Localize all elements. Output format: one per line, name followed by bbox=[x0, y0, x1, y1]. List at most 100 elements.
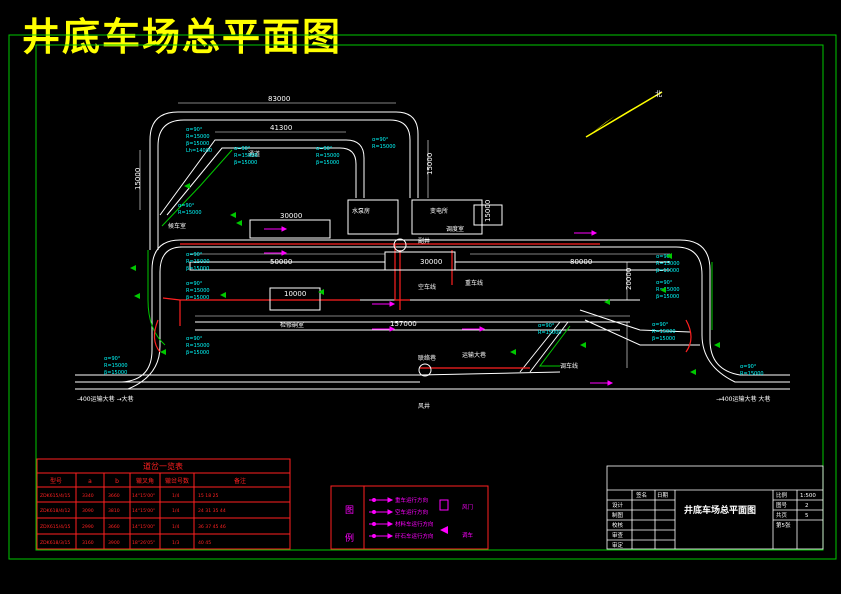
svg-text:α=90°: α=90° bbox=[186, 281, 203, 287]
svg-text:3810: 3810 bbox=[108, 508, 120, 514]
svg-text:1/4: 1/4 bbox=[172, 508, 179, 514]
turnout-markers bbox=[130, 183, 720, 375]
svg-text:α=90°: α=90° bbox=[372, 137, 389, 143]
track-left-loop bbox=[75, 239, 181, 383]
svg-text:型号: 型号 bbox=[50, 477, 62, 485]
svg-text:ZDX615/4/15: ZDX615/4/15 bbox=[40, 524, 71, 530]
curve-note-n: α=90°R=15000 bbox=[740, 364, 764, 377]
tb-drawing-name: 井底车场总平面图 bbox=[684, 504, 756, 516]
svg-text:β=15000: β=15000 bbox=[234, 160, 257, 166]
svg-text:R=15000: R=15000 bbox=[740, 371, 764, 377]
svg-text:β=15000: β=15000 bbox=[186, 295, 209, 301]
tb-label-check: 校核 bbox=[612, 521, 624, 529]
room-lower-box bbox=[269, 287, 321, 311]
door-symbol-icon bbox=[439, 499, 449, 511]
tb-label-review: 审查 bbox=[612, 531, 624, 539]
tb-label-design: 设计 bbox=[612, 501, 624, 509]
track-top-loop-inner2 bbox=[159, 139, 365, 216]
label-maintenance: 检修硐室 bbox=[280, 321, 304, 329]
svg-text:ZDK618/4/12: ZDK618/4/12 bbox=[40, 508, 70, 514]
svg-text:β=15000: β=15000 bbox=[652, 336, 675, 342]
tb-header-sign: 签名 bbox=[636, 491, 647, 499]
svg-text:R=15000: R=15000 bbox=[186, 343, 210, 349]
tb-label-sheet: 第5张 bbox=[776, 521, 791, 529]
tunnel-outlines bbox=[147, 149, 713, 367]
turnout-table-title: 道岔一览表 bbox=[143, 461, 183, 471]
turnout-table-header: 型号 a b 辙叉角 辙岔号数 备注 bbox=[50, 477, 246, 485]
svg-text:a: a bbox=[88, 478, 92, 485]
tb-header-date: 日期 bbox=[657, 492, 669, 499]
svg-text:2990: 2990 bbox=[82, 524, 94, 530]
label-traffic-lane: 通道 bbox=[248, 150, 260, 158]
svg-text:α=90°: α=90° bbox=[656, 280, 673, 286]
track-right-fan-3 bbox=[519, 321, 561, 373]
dim-top-total: 83000 bbox=[268, 95, 290, 103]
track-right-fan-4 bbox=[529, 321, 569, 373]
svg-text:3660: 3660 bbox=[108, 524, 120, 530]
dim-room-box: 30000 bbox=[280, 212, 302, 220]
tb-label-approve: 审定 bbox=[612, 541, 624, 549]
label-connection: 联络巷 bbox=[418, 354, 436, 362]
svg-text:R=15000: R=15000 bbox=[186, 259, 210, 265]
svg-text:α=90°: α=90° bbox=[186, 336, 203, 342]
dim-left-vertical: 15000 bbox=[134, 168, 142, 190]
dimension-lines bbox=[139, 102, 670, 368]
svg-text:R=15000: R=15000 bbox=[186, 288, 210, 294]
track-left-loop-2 bbox=[75, 246, 183, 390]
svg-text:α=90°: α=90° bbox=[186, 127, 203, 133]
label-left-road: -400运输大巷 →大巷 bbox=[77, 395, 134, 403]
svg-text:辙岔号数: 辙岔号数 bbox=[165, 477, 189, 485]
legend-title-2: 例 bbox=[345, 532, 354, 544]
legend-title-1: 图 bbox=[345, 505, 354, 516]
svg-text:14°15'00": 14°15'00" bbox=[132, 508, 155, 514]
shaft-circle bbox=[393, 238, 407, 252]
dim-right-main: 80000 bbox=[570, 258, 592, 266]
svg-text:14°15'00": 14°15'00" bbox=[132, 493, 155, 499]
dim-mid-segment: 30000 bbox=[420, 258, 442, 266]
turnout-table: 道岔一览表 型号 a b 辙叉角 辙岔号数 备注 ZDK615/4/15 3340… bbox=[36, 458, 291, 550]
drawing-title: 井底车场总平面图 bbox=[22, 14, 343, 59]
label-tunnel: 运输大巷 bbox=[462, 351, 486, 359]
svg-text:R=15000: R=15000 bbox=[186, 134, 210, 140]
rooms bbox=[249, 199, 503, 377]
dim-upper-main: 50000 bbox=[270, 258, 292, 266]
legend-item-loaded: 重车运行方向 bbox=[395, 496, 428, 504]
svg-text:R=15000: R=15000 bbox=[316, 153, 340, 159]
label-right-road: →400运输大巷 大巷 bbox=[716, 395, 770, 403]
svg-text:R=15000: R=15000 bbox=[234, 153, 258, 159]
svg-text:3340: 3340 bbox=[82, 493, 94, 499]
svg-text:14°15'00": 14°15'00" bbox=[132, 524, 155, 530]
dim-right-mid-vertical: 20000 bbox=[625, 268, 633, 290]
inner-frame bbox=[35, 44, 824, 551]
svg-text:β=15000: β=15000 bbox=[186, 141, 209, 147]
tb-label-total: 共页 bbox=[776, 511, 788, 519]
svg-text:ZDK615/4/15: ZDK615/4/15 bbox=[40, 493, 70, 499]
pipelines bbox=[153, 243, 692, 369]
label-dispatch: 调度室 bbox=[446, 225, 464, 233]
label-empty-track: 空车线 bbox=[418, 283, 436, 291]
tb-value-total: 5 bbox=[805, 513, 809, 519]
track-bottom-2 bbox=[419, 371, 561, 376]
label-side-track: 调车线 bbox=[560, 362, 578, 370]
track-top-loop-inner bbox=[157, 119, 411, 250]
svg-text:β=15000: β=15000 bbox=[186, 266, 209, 272]
svg-text:3090: 3090 bbox=[82, 508, 94, 514]
tb-value-scale: 1:500 bbox=[800, 493, 816, 499]
svg-text:α=90°: α=90° bbox=[234, 146, 251, 152]
svg-text:β=15000: β=15000 bbox=[186, 350, 209, 356]
curve-note-m: α=90°R=15000 bbox=[538, 323, 562, 336]
curve-note-e: α=90°R=15000 bbox=[178, 203, 202, 216]
svg-text:北: 北 bbox=[655, 90, 662, 98]
label-pump-room: 水泵房 bbox=[352, 207, 370, 215]
svg-text:辙叉角: 辙叉角 bbox=[136, 477, 154, 485]
direction-arrows bbox=[264, 226, 614, 386]
svg-text:36 37 45 46: 36 37 45 46 bbox=[198, 524, 226, 530]
shunt-symbol-icon bbox=[440, 526, 448, 534]
svg-text:β=15000: β=15000 bbox=[656, 268, 679, 274]
